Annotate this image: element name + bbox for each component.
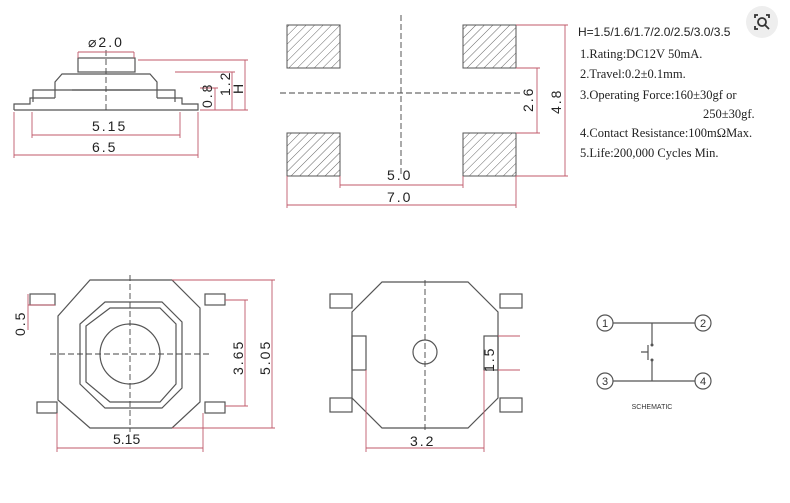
height-08-label: 0.8 bbox=[199, 83, 215, 108]
inner-dim-label: 3.65 bbox=[230, 340, 246, 375]
outer-dim-label: 5.05 bbox=[257, 340, 273, 375]
spec-force-alt: 250±30gf. bbox=[703, 107, 755, 121]
schematic-label: SCHEMATIC bbox=[632, 404, 673, 411]
pcb-footprint: 5.0 7.0 2.6 4.8 bbox=[280, 15, 568, 208]
inner-width-label: 5.15 bbox=[92, 118, 127, 134]
spec-force: 3.Operating Force:160±30gf or bbox=[580, 88, 737, 102]
height-h-label: H bbox=[230, 82, 246, 94]
height-label: 1.5 bbox=[481, 347, 497, 372]
pitch-x-label: 5.0 bbox=[387, 167, 412, 183]
outer-width-label: 6.5 bbox=[92, 139, 117, 155]
pitch-y-label: 2.6 bbox=[520, 87, 536, 112]
bottom-view: 1.5 3.2 bbox=[329, 280, 523, 452]
visual-search-icon bbox=[754, 14, 770, 30]
lead-label: 0.5 bbox=[12, 311, 28, 336]
spec-rating: 1.Rating:DC12V 50mA. bbox=[580, 47, 702, 61]
span-x-label: 7.0 bbox=[387, 189, 412, 205]
pin-2: 2 bbox=[700, 318, 706, 330]
pad-4 bbox=[462, 132, 517, 177]
pin-4: 4 bbox=[700, 376, 706, 388]
diameter-label: ⌀2.0 bbox=[88, 34, 124, 50]
width-label: 3.2 bbox=[410, 433, 435, 449]
width-label: 5.15 bbox=[113, 431, 140, 447]
pad-2 bbox=[462, 24, 517, 69]
spec-list: H=1.5/1.6/1.7/2.0/2.5/3.0/3.5 1.Rating:D… bbox=[578, 25, 755, 160]
visual-search-button[interactable] bbox=[746, 6, 778, 38]
pin-1: 1 bbox=[602, 318, 608, 330]
pin-3: 3 bbox=[602, 376, 608, 388]
spec-travel: 2.Travel:0.2±0.1mm. bbox=[580, 67, 686, 81]
side-view: ⌀2.0 5.15 6.5 0.8 1.2 H bbox=[13, 34, 248, 158]
top-view: 0.5 3.65 5.05 5.15 bbox=[12, 275, 275, 452]
spec-resistance: 4.Contact Resistance:100mΩMax. bbox=[580, 126, 752, 140]
height-12-label: 1.2 bbox=[217, 71, 233, 96]
schematic: 1 2 3 4 SCHEMATIC bbox=[596, 314, 712, 411]
pad-3 bbox=[286, 132, 341, 177]
height-options: H=1.5/1.6/1.7/2.0/2.5/3.0/3.5 bbox=[578, 25, 731, 39]
span-y-label: 4.8 bbox=[548, 89, 564, 114]
spec-life: 5.Life:200,000 Cycles Min. bbox=[580, 146, 719, 160]
pad-1 bbox=[286, 24, 341, 69]
